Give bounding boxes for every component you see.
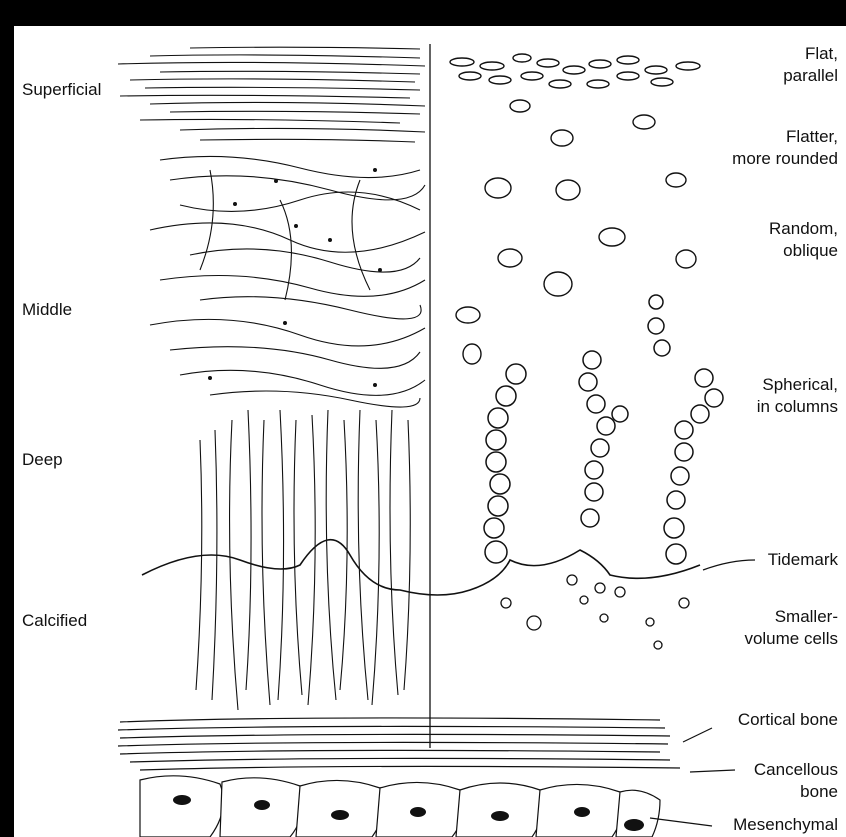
label-cancellous-line1: Cancellous [754,759,838,781]
label-mesenchymal: Mesenchymal [733,814,838,836]
desc-random-line2: oblique [783,240,838,262]
label-cancellous-line2: bone [800,781,838,803]
zone-label-superficial: Superficial [22,79,101,101]
desc-smaller-line1: Smaller- [775,606,838,628]
label-cortical-bone: Cortical bone [738,709,838,731]
zone-label-deep: Deep [22,449,63,471]
desc-flat-line2: parallel [783,65,838,87]
zone-label-middle: Middle [22,299,72,321]
zone-label-calcified: Calcified [22,610,87,632]
desc-flatter-line2: more rounded [732,148,838,170]
desc-tidemark: Tidemark [768,549,838,571]
desc-smaller-line2: volume cells [744,628,838,650]
desc-flat-line1: Flat, [805,43,838,65]
desc-spherical-line2: in columns [757,396,838,418]
desc-spherical-line1: Spherical, [762,374,838,396]
desc-random-line1: Random, [769,218,838,240]
desc-flatter-line1: Flatter, [786,126,838,148]
